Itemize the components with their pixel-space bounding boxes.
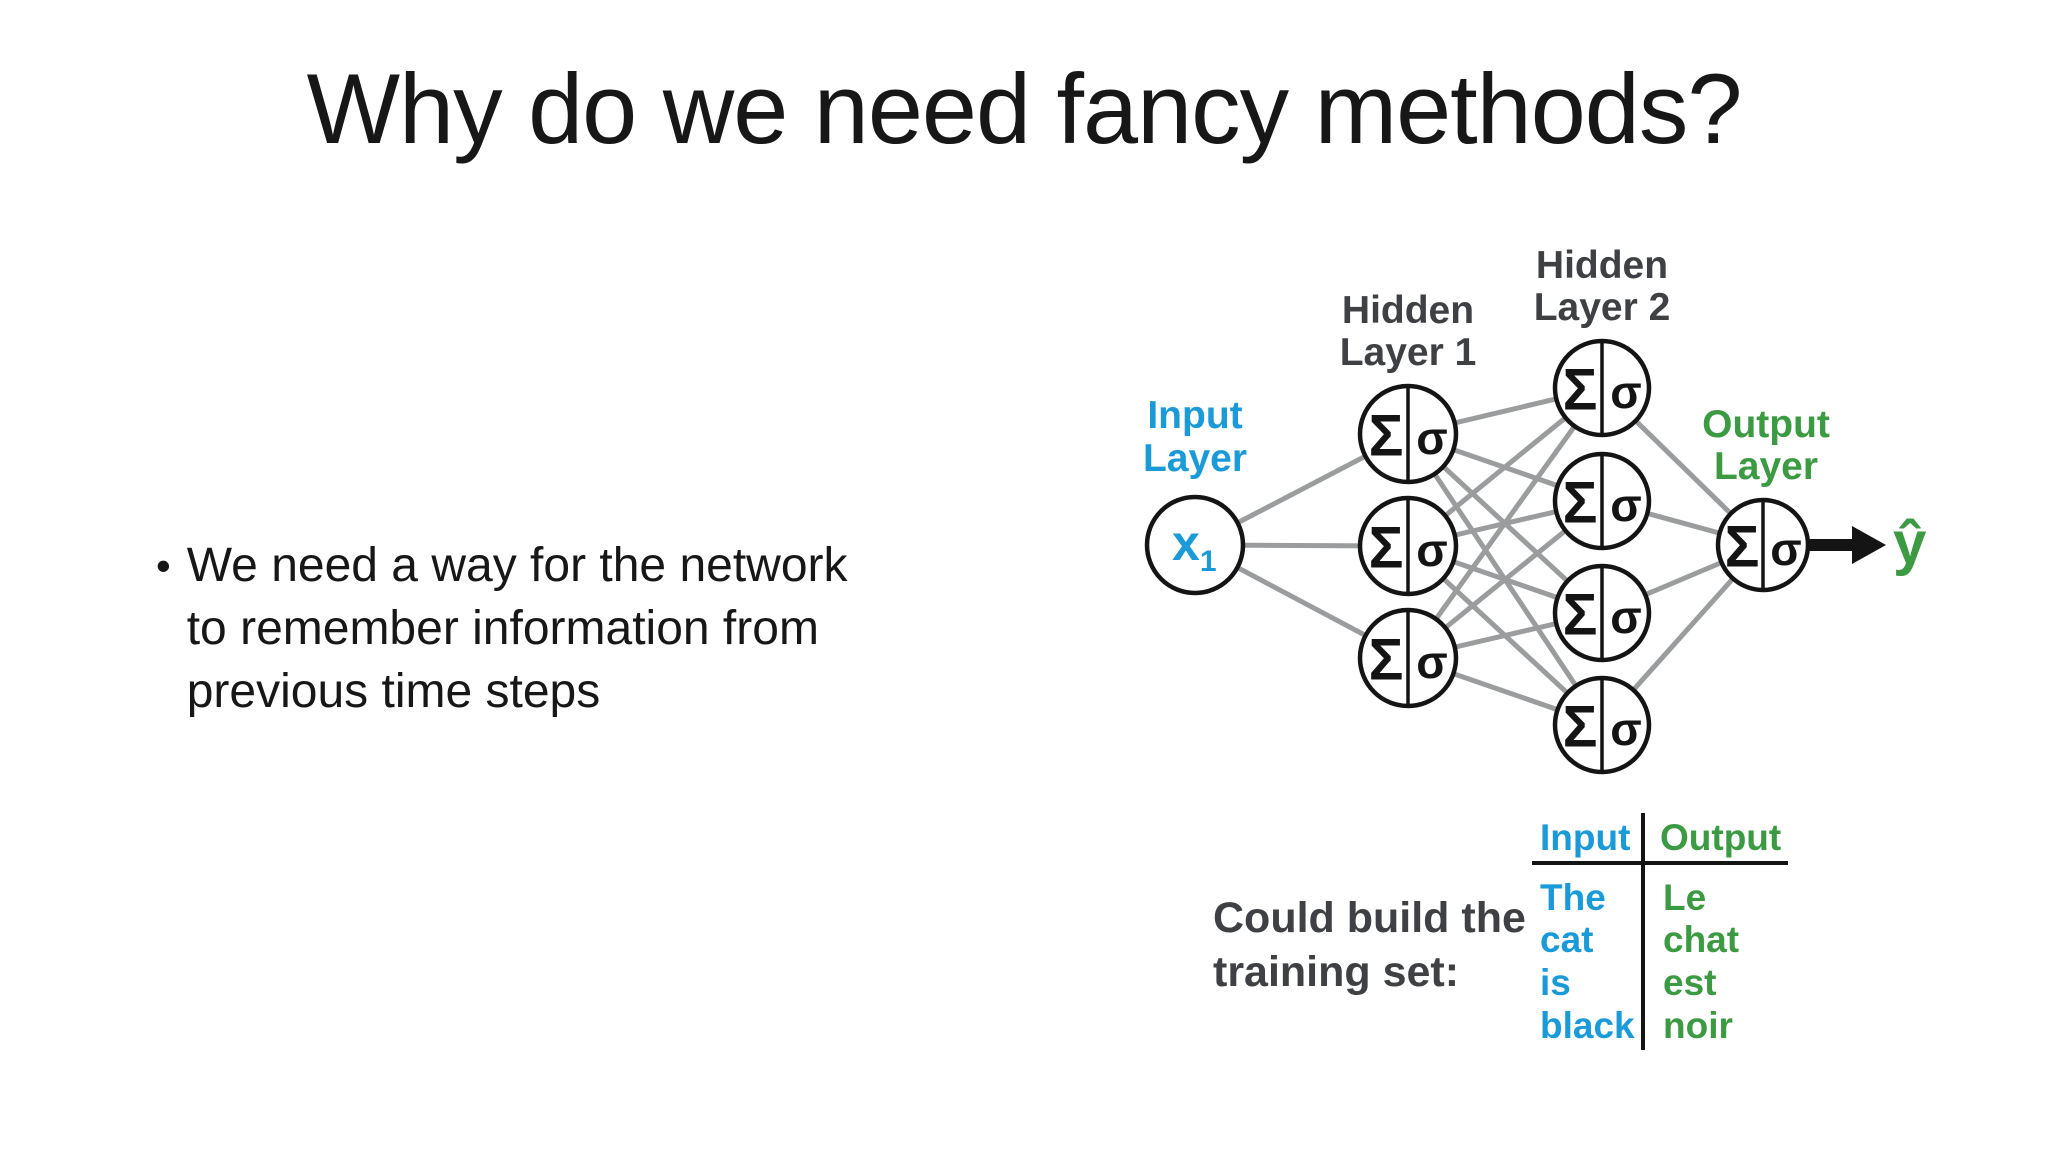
svg-text:Hidden: Hidden [1342,289,1474,332]
output-node: Σ σ [1715,497,1811,593]
input-layer-label: Input Layer [1143,394,1247,480]
svg-text:Output: Output [1702,403,1830,446]
output-arrow-icon [1810,526,1886,564]
table-caption: Could build the training set: [1213,894,1526,996]
bullet-item: • We need a way for the network to remem… [156,534,848,723]
table-header-output: Output [1660,817,1781,858]
hidden-layer1-label: Hidden Layer 1 [1340,289,1477,374]
svg-text:Layer: Layer [1714,445,1818,488]
hidden1-node-3: Σ σ [1357,607,1459,709]
hidden2-node-2: Σ σ [1552,451,1652,551]
table-output-word: chat [1663,919,1739,960]
svg-text:Layer 1: Layer 1 [1340,331,1477,374]
svg-text:Layer 2: Layer 2 [1534,286,1671,329]
svg-text:Σ: Σ [1563,695,1598,760]
svg-text:Layer: Layer [1143,437,1247,480]
svg-text:Σ: Σ [1563,358,1598,423]
svg-text:Σ: Σ [1563,471,1598,536]
svg-text:σ: σ [1610,591,1641,643]
hidden2-node-3: Σ σ [1552,563,1652,663]
bullet-line-2: to remember information from [186,602,819,655]
table-output-word: Le [1663,877,1706,918]
table-output-word: est [1663,962,1716,1003]
svg-text:Σ: Σ [1725,515,1760,580]
svg-text:Input: Input [1147,394,1242,437]
table-header-input: Input [1540,817,1630,858]
table-input-word: black [1540,1005,1635,1046]
svg-text:Σ: Σ [1369,404,1404,469]
svg-text:σ: σ [1770,523,1801,575]
bullet-marker: • [156,542,171,589]
bullet-line-3: previous time steps [186,665,601,718]
hidden2-node-1: Σ σ [1552,338,1652,438]
table-input-word: is [1540,962,1571,1003]
svg-text:Σ: Σ [1369,516,1404,581]
bullet-text: We need a way for the network to remembe… [187,534,848,723]
svg-text:σ: σ [1610,479,1641,531]
svg-text:Σ: Σ [1563,583,1598,648]
training-table: Input Output The cat is black Le chat es… [1532,813,1788,1050]
bullet-line-1: We need a way for the network [186,539,848,592]
hidden2-node-4: Σ σ [1552,675,1652,775]
svg-text:Σ: Σ [1369,628,1404,693]
svg-text:Could build the: Could build the [1213,894,1526,942]
svg-text:σ: σ [1610,366,1641,418]
yhat-symbol: ŷ [1893,510,1927,577]
svg-text:σ: σ [1610,703,1641,755]
svg-text:σ: σ [1416,412,1447,464]
svg-text:σ: σ [1416,524,1447,576]
table-output-word: noir [1663,1005,1733,1046]
output-layer-label: Output Layer [1702,403,1830,488]
hidden-layer2-label: Hidden Layer 2 [1534,244,1671,329]
input-node-label: x1 [1172,515,1217,578]
hidden1-node-2: Σ σ [1357,495,1459,597]
svg-text:training set:: training set: [1213,948,1459,996]
svg-text:Hidden: Hidden [1536,244,1668,287]
slide-title: Why do we need fancy methods? [306,53,1743,164]
hidden1-node-1: Σ σ [1357,383,1459,485]
input-node: x1 [1144,494,1246,596]
svg-text:σ: σ [1416,636,1447,688]
table-input-word: The [1540,877,1606,918]
table-input-word: cat [1540,919,1593,960]
